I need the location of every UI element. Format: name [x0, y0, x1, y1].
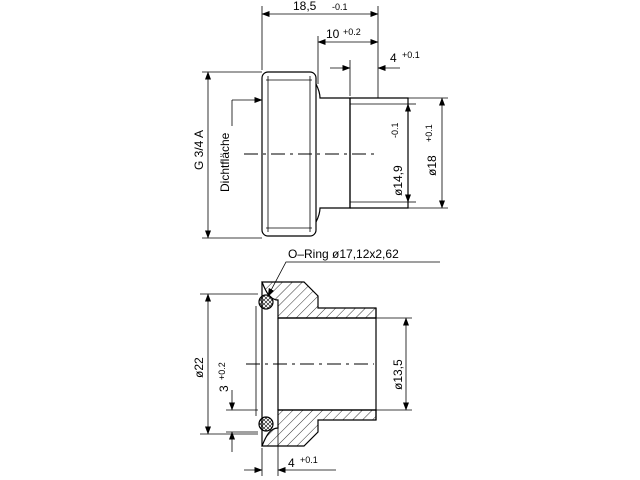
top-view: 18,5 -0.1 10 +0.2 4 +0.1 ø14,9 -0.1 ø18 …	[192, 0, 448, 239]
dim-d149-tol: -0.1	[390, 122, 400, 138]
o-ring-upper	[258, 294, 274, 310]
dim-groove-value: 3	[217, 385, 231, 392]
shoulder-outline	[315, 83, 351, 223]
dim-shoulder-value: 10	[326, 27, 340, 41]
dim-total-value: 18,5	[293, 0, 317, 13]
thread-label: G 3/4 A	[192, 130, 206, 170]
oring-leader	[267, 261, 440, 297]
dim-total-tol: -0.1	[332, 2, 348, 12]
thread-head-outline	[261, 71, 317, 237]
sealing-face-label: Dichtfläche	[218, 132, 232, 192]
dim-d149-value: ø14,9	[391, 165, 405, 196]
dim-groove-tol: +0.2	[217, 362, 227, 380]
section-hatch-upper	[261, 281, 377, 319]
dim-d18-value: ø18	[425, 155, 439, 176]
dim-d135-value: ø13,5	[391, 359, 405, 390]
dim-step-value: 4	[390, 51, 397, 65]
dim-d18-tol: +0.1	[424, 124, 434, 142]
section-hatch-lower	[261, 409, 377, 447]
o-ring-lower	[258, 416, 274, 432]
oring-label: O–Ring ø17,12x2,62	[288, 247, 399, 261]
bottom-view: O–Ring ø17,12x2,62 ø22 3 +0.2 ø13,5 4 +0…	[192, 247, 440, 476]
dim-d22-value: ø22	[192, 357, 206, 378]
dim-bstep-tol: +0.1	[300, 455, 318, 465]
dim-bstep-value: 4	[288, 456, 295, 470]
dim-shoulder-tol: +0.2	[343, 27, 361, 37]
dim-step-tol: +0.1	[402, 50, 420, 60]
